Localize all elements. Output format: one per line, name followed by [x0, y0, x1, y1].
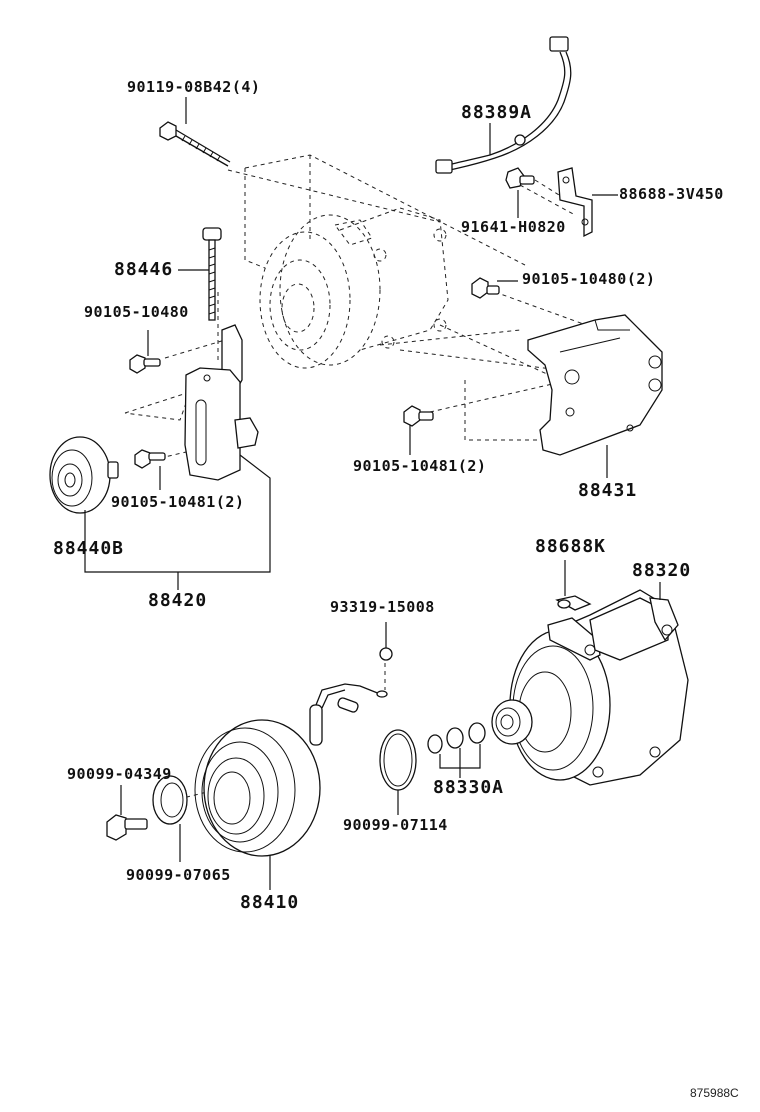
label-88389a: 88389A [461, 102, 533, 123]
clip-88688k [555, 560, 592, 611]
label-88688-3v450: 88688-3V450 [619, 185, 724, 203]
bolt-04349 [106, 785, 148, 841]
label-88440b: 88440B [53, 538, 125, 559]
compressor-phantom [259, 207, 449, 369]
label-88431: 88431 [578, 480, 638, 501]
label-88320: 88320 [632, 560, 692, 581]
label-90105-10481-left: 90105-10481(2) [111, 493, 245, 511]
bolt-90105-10480-right [471, 277, 500, 299]
reference-code: 875988C [690, 1086, 739, 1100]
label-88446: 88446 [114, 259, 174, 280]
bracket-88431 [527, 314, 663, 478]
label-90119-08b42: 90119-08B42(4) [127, 78, 261, 96]
label-93319-15008: 93319-15008 [330, 598, 435, 616]
label-90105-10480-left: 90105-10480 [84, 303, 189, 321]
idler-pulley-88440b [49, 436, 119, 514]
label-88330a: 88330A [433, 777, 505, 798]
leader-lines [84, 97, 618, 890]
label-88688k: 88688K [535, 536, 607, 557]
label-88410: 88410 [240, 892, 300, 913]
snap-ring-07114 [379, 729, 417, 815]
label-90105-10481-right: 90105-10481(2) [353, 457, 487, 475]
bolt-91641 [505, 167, 535, 189]
stud-88446 [202, 227, 222, 321]
bolt-90119 [159, 121, 231, 167]
screw-93319 [379, 622, 393, 661]
wire-harness-88389a [435, 36, 572, 174]
label-90105-10480-right: 90105-10480(2) [522, 270, 656, 288]
label-90099-07114: 90099-07114 [343, 816, 448, 834]
shim-set-88330a [427, 722, 486, 778]
label-88420: 88420 [148, 590, 208, 611]
washer-07065 [152, 775, 188, 862]
label-91641-h0820: 91641-H0820 [461, 218, 566, 236]
compressor-88320 [491, 582, 689, 786]
label-90099-04349: 90099-04349 [67, 765, 172, 783]
bracket-88688-3v450 [557, 167, 593, 238]
bolt-90105-10480-left [129, 354, 161, 374]
bolt-90105-10481-right [403, 405, 434, 427]
idler-bracket [184, 324, 259, 481]
label-90099-07065: 90099-07065 [126, 866, 231, 884]
clutch-lead-wire [309, 683, 388, 746]
clutch-88410 [194, 719, 321, 857]
bolt-90105-10481-left [134, 449, 166, 469]
